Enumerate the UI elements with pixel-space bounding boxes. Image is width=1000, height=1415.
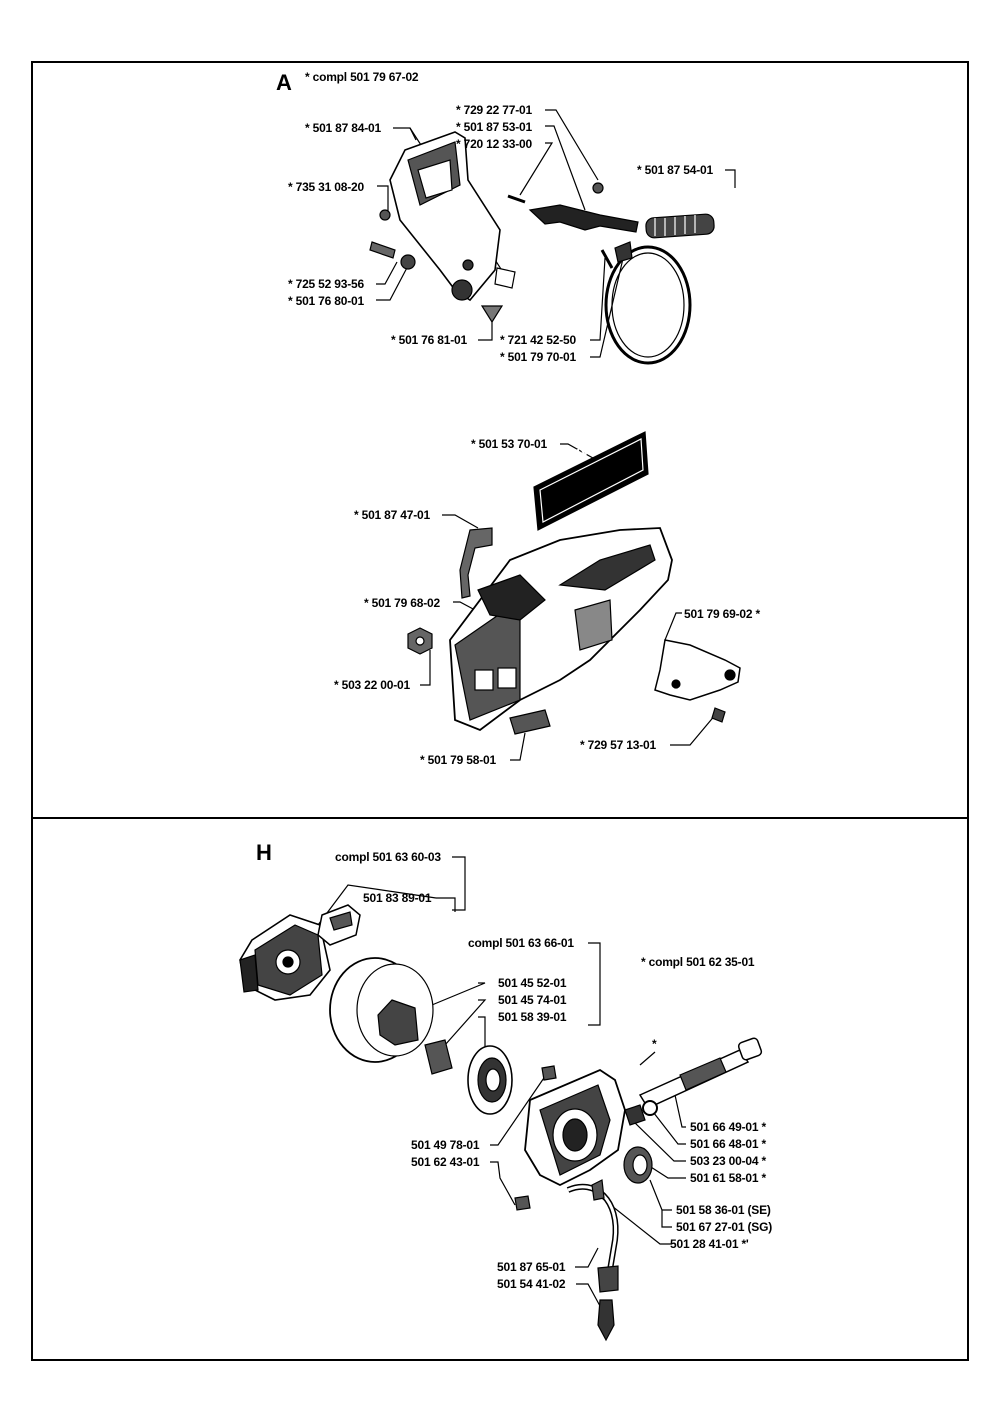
part-label: * 501 76 80-01 xyxy=(288,294,364,308)
part-label: 501 61 58-01 * xyxy=(690,1171,766,1185)
part-label: compl 501 63 60-03 xyxy=(335,850,441,864)
part-label: * xyxy=(652,1037,657,1051)
part-label: 501 54 41-02 xyxy=(497,1277,566,1291)
part-label: 501 58 39-01 xyxy=(498,1010,567,1024)
part-label: 501 45 74-01 xyxy=(498,993,567,1007)
part-label: 501 67 27-01 (SG) xyxy=(676,1220,772,1234)
part-label: 501 66 48-01 * xyxy=(690,1137,766,1151)
part-label: * 501 79 68-02 xyxy=(364,596,440,610)
part-label: * 720 12 33-00 xyxy=(456,137,532,151)
part-label: * compl 501 79 67-02 xyxy=(305,70,419,84)
part-label: 501 62 43-01 xyxy=(411,1155,480,1169)
leader-line xyxy=(393,127,417,141)
part-label: * 729 22 77-01 xyxy=(456,103,532,117)
part-label: * 501 53 70-01 xyxy=(471,437,547,451)
part-label: * 501 87 84-01 xyxy=(305,121,381,135)
part-label: compl 501 63 66-01 xyxy=(468,936,574,950)
part-label: * 735 31 08-20 xyxy=(288,180,364,194)
part-label: * 501 76 81-01 xyxy=(391,333,467,347)
part-label: * 725 52 93-56 xyxy=(288,277,364,291)
part-label: 501 83 89-01 xyxy=(363,891,432,905)
part-label: * compl 501 62 35-01 xyxy=(641,955,755,969)
part-label: * 501 79 70-01 xyxy=(500,350,576,364)
section-letter-a: A xyxy=(276,70,292,95)
part-label: * 501 79 58-01 xyxy=(420,753,496,767)
part-label: * 721 42 52-50 xyxy=(500,333,576,347)
section-h-panel xyxy=(31,817,969,1361)
section-letter-h: H xyxy=(256,840,272,865)
part-label: 501 79 69-02 * xyxy=(684,607,760,621)
part-label: 501 28 41-01 *' xyxy=(670,1237,749,1251)
part-label: 501 58 36-01 (SE) xyxy=(676,1203,771,1217)
part-label: 501 87 65-01 xyxy=(497,1260,566,1274)
part-label: * 729 57 13-01 xyxy=(580,738,656,752)
part-label: 501 45 52-01 xyxy=(498,976,567,990)
part-label: 501 66 49-01 * xyxy=(690,1120,766,1134)
part-label: * 501 87 53-01 xyxy=(456,120,532,134)
part-label: 503 23 00-04 * xyxy=(690,1154,766,1168)
part-label: * 501 87 54-01 xyxy=(637,163,713,177)
part-label: 501 49 78-01 xyxy=(411,1138,480,1152)
part-label: * 501 87 47-01 xyxy=(354,508,430,522)
part-label: * 503 22 00-01 xyxy=(334,678,410,692)
